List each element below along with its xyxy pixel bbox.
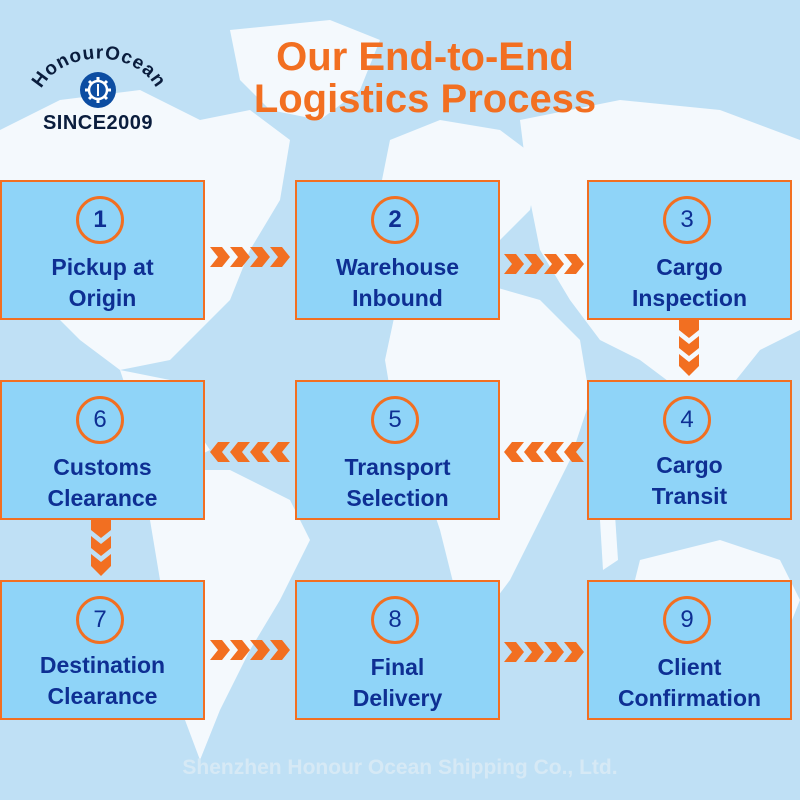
step-label-8: Final Delivery bbox=[297, 652, 498, 714]
step-number-9: 9 bbox=[663, 596, 711, 644]
step-label-6: Customs Clearance bbox=[2, 452, 203, 514]
step-box-1: 1 Pickup at Origin bbox=[0, 180, 205, 320]
step-label-7-line-1: Destination bbox=[39, 652, 166, 678]
step-label-5: Transport Selection bbox=[297, 452, 498, 514]
step-label-2-line-1: Warehouse bbox=[335, 254, 460, 280]
arrow-down-3-to-4 bbox=[679, 320, 699, 376]
step-label-1-line-1: Pickup at bbox=[51, 254, 154, 280]
step-box-7: 7 Destination Clearance bbox=[0, 580, 205, 720]
step-label-9-line-1: Client bbox=[657, 654, 722, 680]
step-label-9-line-2: Confirmation bbox=[617, 685, 762, 711]
step-label-3-line-1: Cargo bbox=[656, 254, 723, 280]
step-number-6: 6 bbox=[76, 396, 124, 444]
landmass-greenland bbox=[230, 20, 380, 120]
step-label-8-line-2: Delivery bbox=[352, 685, 443, 711]
step-label-7: Destination Clearance bbox=[2, 650, 203, 712]
step-label-5-line-1: Transport bbox=[344, 454, 451, 480]
step-number-4: 4 bbox=[663, 396, 711, 444]
arrow-right-7-to-8 bbox=[210, 640, 290, 660]
step-box-9: 9 Client Confirmation bbox=[587, 580, 792, 720]
step-label-4: Cargo Transit bbox=[589, 450, 790, 512]
step-box-3: 3 Cargo Inspection bbox=[587, 180, 792, 320]
company-logo: HonourOcean SINCE2009 bbox=[18, 40, 178, 140]
step-label-8-line-1: Final bbox=[370, 654, 425, 680]
step-label-7-line-2: Clearance bbox=[47, 683, 158, 709]
step-number-8: 8 bbox=[371, 596, 419, 644]
gear-anchor-icon bbox=[80, 72, 116, 108]
step-number-3: 3 bbox=[663, 196, 711, 244]
step-number-1: 1 bbox=[76, 196, 124, 244]
title-line-1: Our End-to-End bbox=[276, 35, 574, 79]
arrow-right-8-to-9 bbox=[504, 642, 584, 662]
step-box-4: 4 Cargo Transit bbox=[587, 380, 792, 520]
step-box-8: 8 Final Delivery bbox=[295, 580, 500, 720]
company-footer-text: Shenzhen Honour Ocean Shipping Co., Ltd. bbox=[182, 756, 618, 779]
logo-since-text: SINCE2009 bbox=[42, 112, 154, 134]
step-label-9: Client Confirmation bbox=[589, 652, 790, 714]
step-label-2: Warehouse Inbound bbox=[297, 252, 498, 314]
step-label-6-line-2: Clearance bbox=[47, 485, 158, 511]
step-label-1-line-2: Origin bbox=[68, 285, 137, 311]
step-label-2-line-2: Inbound bbox=[352, 285, 443, 311]
logo-graphic: HonourOcean bbox=[28, 43, 169, 108]
title-line-2: Logistics Process bbox=[253, 77, 597, 121]
step-label-3: Cargo Inspection bbox=[589, 252, 790, 314]
arrow-right-2-to-3 bbox=[504, 254, 584, 274]
landmass-madagascar bbox=[600, 515, 618, 570]
arrow-left-4-to-5 bbox=[504, 442, 584, 462]
step-label-4-line-2: Transit bbox=[651, 483, 728, 509]
step-label-5-line-2: Selection bbox=[346, 485, 449, 511]
step-label-3-line-2: Inspection bbox=[631, 285, 747, 311]
step-label-4-line-1: Cargo bbox=[656, 452, 723, 478]
step-number-2: 2 bbox=[371, 196, 419, 244]
page-title: Our End-to-End Logistics Process bbox=[200, 36, 650, 120]
step-box-2: 2 Warehouse Inbound bbox=[295, 180, 500, 320]
step-label-6-line-1: Customs bbox=[53, 454, 152, 480]
arrow-down-6-to-7 bbox=[91, 520, 111, 576]
step-number-5: 5 bbox=[371, 396, 419, 444]
arrow-right-1-to-2 bbox=[210, 247, 290, 267]
step-box-6: 6 Customs Clearance bbox=[0, 380, 205, 520]
step-label-1: Pickup at Origin bbox=[2, 252, 203, 314]
arrow-left-5-to-6 bbox=[210, 442, 290, 462]
step-number-7: 7 bbox=[76, 596, 124, 644]
step-box-5: 5 Transport Selection bbox=[295, 380, 500, 520]
